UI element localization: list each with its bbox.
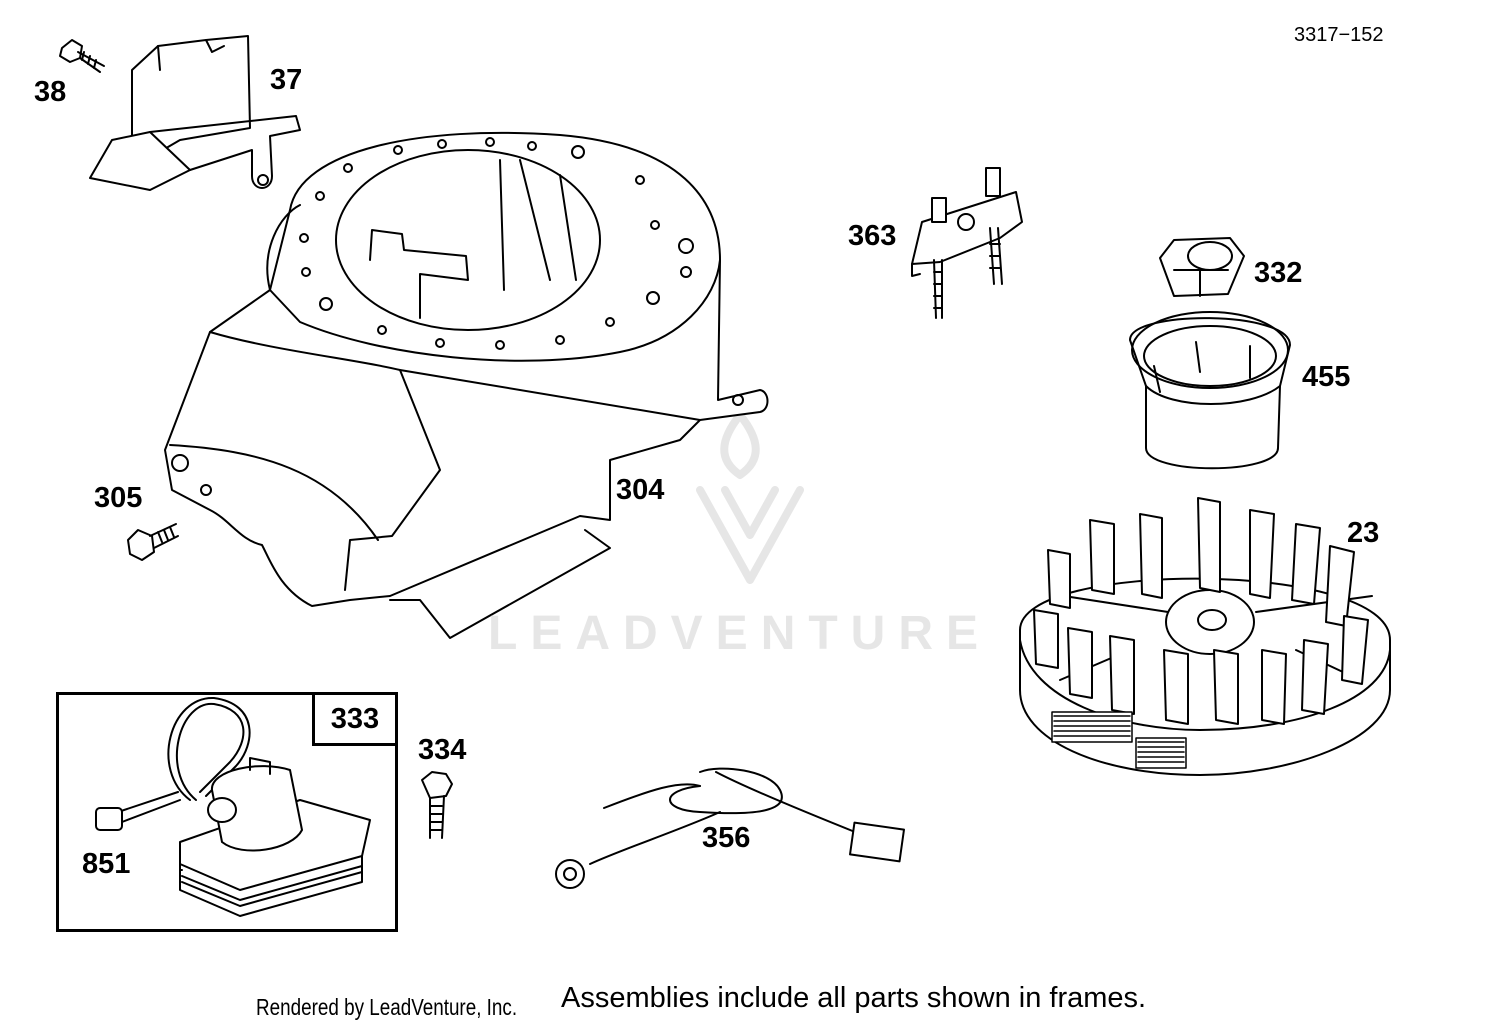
nut-332-icon [1159, 237, 1245, 297]
blower-housing-304-icon [164, 131, 769, 639]
callout-37: 37 [270, 64, 303, 96]
flywheel-23-icon [1019, 497, 1391, 776]
callout-356: 356 [702, 822, 751, 854]
screw-334-icon [421, 771, 453, 839]
coil-bracket-363-icon [911, 167, 1023, 319]
callout-332: 332 [1254, 257, 1303, 289]
flywheel-fins [1033, 497, 1369, 725]
callout-305: 305 [94, 482, 143, 514]
housing-bolt-holes [171, 137, 744, 496]
starter-cup-455-icon [1129, 311, 1291, 470]
callout-333: 333 [312, 692, 398, 746]
screw-305-icon [127, 523, 179, 561]
callout-851: 851 [82, 848, 131, 880]
ground-wire-356-icon [555, 767, 905, 889]
bolt-38-icon [59, 39, 105, 73]
armature-851-icon [95, 696, 371, 917]
flywheel-magnet [1051, 711, 1187, 769]
callout-455: 455 [1302, 361, 1351, 393]
callout-334: 334 [418, 734, 467, 766]
callout-38: 38 [34, 76, 67, 108]
air-baffle-37-icon [89, 35, 301, 191]
diagram-id: 3317−152 [1294, 24, 1384, 46]
callout-304: 304 [616, 474, 665, 506]
credit-text: Rendered by LeadVenture, Inc. [256, 994, 518, 1020]
callout-363: 363 [848, 220, 897, 252]
assembly-frame-333: 333 [56, 692, 398, 932]
assembly-note: Assemblies include all parts shown in fr… [561, 982, 1147, 1014]
watermark-text: LEADVENTURE [488, 607, 992, 660]
callout-23: 23 [1347, 517, 1380, 549]
leadventure-logo-icon [696, 411, 804, 584]
